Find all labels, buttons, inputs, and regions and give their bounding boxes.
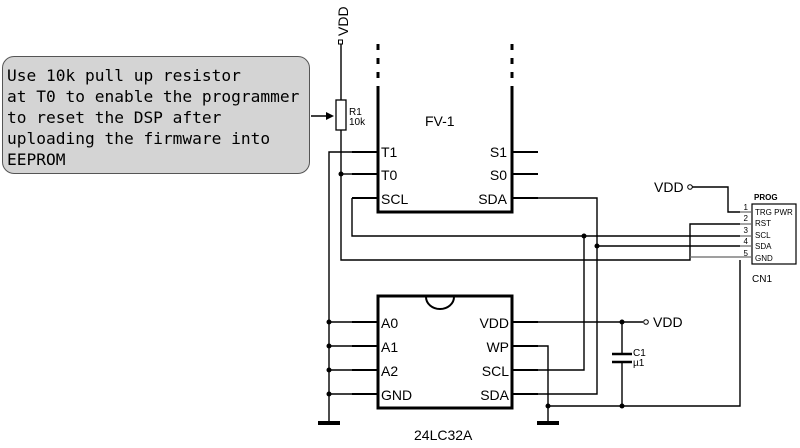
- fv1-pin-scl: SCL: [381, 191, 408, 207]
- annotation-note: Use 10k pull up resistor at T0 to enable…: [2, 56, 310, 174]
- eeprom-pin-a2: A2: [381, 363, 398, 379]
- eeprom-pin-scl: SCL: [482, 363, 509, 379]
- vdd-prog-label: VDD: [654, 179, 684, 195]
- fv1-pin-sda: SDA: [478, 191, 507, 207]
- wire-wp-gnd: [538, 345, 549, 422]
- vdd-top-label: VDD: [335, 6, 351, 36]
- connector-title: PROG: [754, 193, 778, 202]
- cn1-pin3-num: 3: [744, 226, 749, 235]
- eeprom-pin-vdd: VDD: [479, 315, 509, 331]
- connector-ref: CN1: [752, 274, 772, 285]
- cn1-pin1-label: TRG PWR: [755, 208, 793, 217]
- eeprom-pin-sda: SDA: [480, 387, 509, 403]
- r1-value: 10k: [349, 117, 366, 128]
- vdd-top-terminal: [338, 39, 343, 45]
- cn1-pin2-num: 2: [744, 214, 749, 223]
- wire-cn-gnd-rail: [548, 260, 741, 407]
- r1-ref: R1: [349, 107, 362, 118]
- wire-scl-bus: [351, 198, 740, 237]
- c1-value: µ1: [633, 358, 645, 369]
- vdd-eeprom-terminal: [643, 319, 649, 325]
- vdd-eeprom-label: VDD: [653, 314, 683, 330]
- eeprom-pin-a0: A0: [381, 315, 398, 331]
- wire-t1-gnd-rail: [328, 151, 352, 422]
- cn1-pin5-num: 5: [744, 249, 749, 258]
- eeprom-chip: [376, 294, 514, 410]
- fv1-pin-s0: S0: [490, 167, 507, 183]
- fv1-pin-t1: T1: [381, 144, 398, 160]
- fv1-chip: [376, 44, 514, 214]
- resistor-r1: [335, 99, 347, 131]
- eeprom-pin-a1: A1: [381, 339, 398, 355]
- cn1-pin5-label: GND: [755, 254, 773, 263]
- cn1-pin1-num: 1: [744, 203, 749, 212]
- eeprom-name: 24LC32A: [414, 427, 473, 443]
- fv1-pin-t0: T0: [381, 167, 398, 183]
- cn1-pin3-label: SCL: [755, 231, 771, 240]
- wire-eeprom-scl: [538, 236, 585, 371]
- vdd-prog-terminal: [687, 184, 693, 190]
- cn1-pin4-num: 4: [744, 237, 749, 246]
- fv1-pin-s1: S1: [490, 144, 507, 160]
- c1-ref: C1: [633, 348, 646, 359]
- wire-eeprom-sda: [538, 246, 598, 395]
- fv1-name: FV-1: [425, 113, 455, 129]
- note-pointer-arrow-icon: [326, 112, 334, 120]
- cn1-pin4-label: SDA: [755, 242, 772, 251]
- wire-t0-rst: [340, 174, 740, 261]
- connector-cn1: [751, 203, 797, 265]
- wire-sda-bus: [538, 197, 740, 247]
- eeprom-pin-wp: WP: [486, 339, 509, 355]
- cn1-pin2-label: RST: [755, 219, 771, 228]
- eeprom-pin-gnd: GND: [381, 387, 412, 403]
- wire-vdd-trgpwr: [692, 186, 740, 213]
